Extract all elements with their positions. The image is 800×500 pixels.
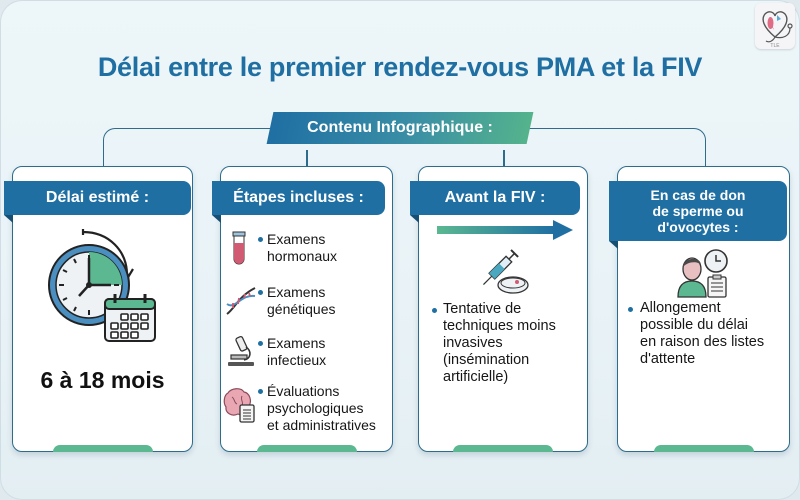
heading-line: d'ovocytes :	[657, 219, 739, 235]
bullet-dot	[258, 237, 263, 242]
dna-icon	[225, 286, 257, 321]
test-tube-icon	[231, 231, 247, 270]
bullet-dot	[628, 307, 633, 312]
bullet-line: artificielle)	[443, 369, 509, 385]
bullet-line: possible du délai	[640, 317, 749, 333]
step-line: Examens	[267, 231, 326, 247]
step-line: Examens	[267, 335, 326, 351]
card-foot-accent	[653, 445, 754, 452]
brain-clipboard-icon	[222, 385, 258, 428]
step-line: génétiques	[267, 301, 336, 317]
card-included-steps: Étapes incluses : Examens hormonaux Exam…	[212, 166, 393, 452]
card-heading: En cas de don de sperme ou d'ovocytes :	[609, 181, 787, 249]
connector-line	[503, 150, 505, 168]
section-banner-label: Contenu Infographique :	[307, 119, 493, 136]
step-line: et administratives	[267, 417, 376, 433]
step-line: Examens	[267, 284, 326, 300]
arrow-right-icon	[437, 220, 577, 245]
syringe-petri-dish-icon	[475, 245, 531, 302]
bullet-line: d'attente	[640, 351, 696, 367]
step-line: hormonaux	[267, 248, 338, 264]
card-foot-accent	[256, 445, 357, 452]
card-estimated-delay: Délai estimé :	[4, 166, 193, 452]
estimated-delay-value: 6 à 18 mois	[40, 367, 165, 393]
bullet-line: Tentative de	[443, 301, 522, 317]
clock-calendar-icon	[41, 223, 161, 348]
card-before-ivf: Avant la FIV : Tentative de techniques m…	[410, 166, 588, 452]
connector-line	[306, 150, 308, 168]
microscope-icon	[226, 335, 256, 372]
card-donation: En cas de don de sperme ou d'ovocytes : …	[609, 166, 790, 452]
heart-stethoscope-logo-icon: TLE	[755, 3, 795, 49]
step-line: Évaluations	[267, 383, 340, 399]
bullet-line: techniques moins	[443, 318, 556, 334]
bullet-dot	[258, 389, 263, 394]
step-line: infectieux	[267, 352, 327, 368]
bullet-dot	[258, 290, 263, 295]
card-foot-accent	[52, 445, 153, 452]
heading-line: de sperme ou	[652, 203, 744, 219]
step-line: psychologiques	[267, 400, 364, 416]
heading-line: En cas de don	[650, 187, 746, 203]
bullet-text: Tentative de techniques moins invasives …	[443, 301, 556, 386]
card-heading: Avant la FIV :	[410, 181, 580, 223]
svg-text:TLE: TLE	[770, 43, 780, 49]
page-title: Délai entre le premier rendez-vous PMA e…	[97, 52, 703, 82]
bullet-dot	[432, 308, 437, 313]
bullet-line: Allongement	[640, 300, 721, 316]
card-heading: Étapes incluses :	[212, 181, 385, 223]
person-clock-clipboard-icon	[674, 247, 730, 304]
bullet-line: invasives	[443, 335, 503, 351]
card-foot-accent	[453, 445, 553, 452]
bullet-text: Allongement possible du délai en raison …	[640, 300, 764, 368]
card-heading: Délai estimé :	[4, 181, 191, 223]
bullet-line: (insémination	[443, 352, 530, 368]
bullet-dot	[258, 341, 263, 346]
bullet-line: en raison des listes	[640, 334, 765, 350]
